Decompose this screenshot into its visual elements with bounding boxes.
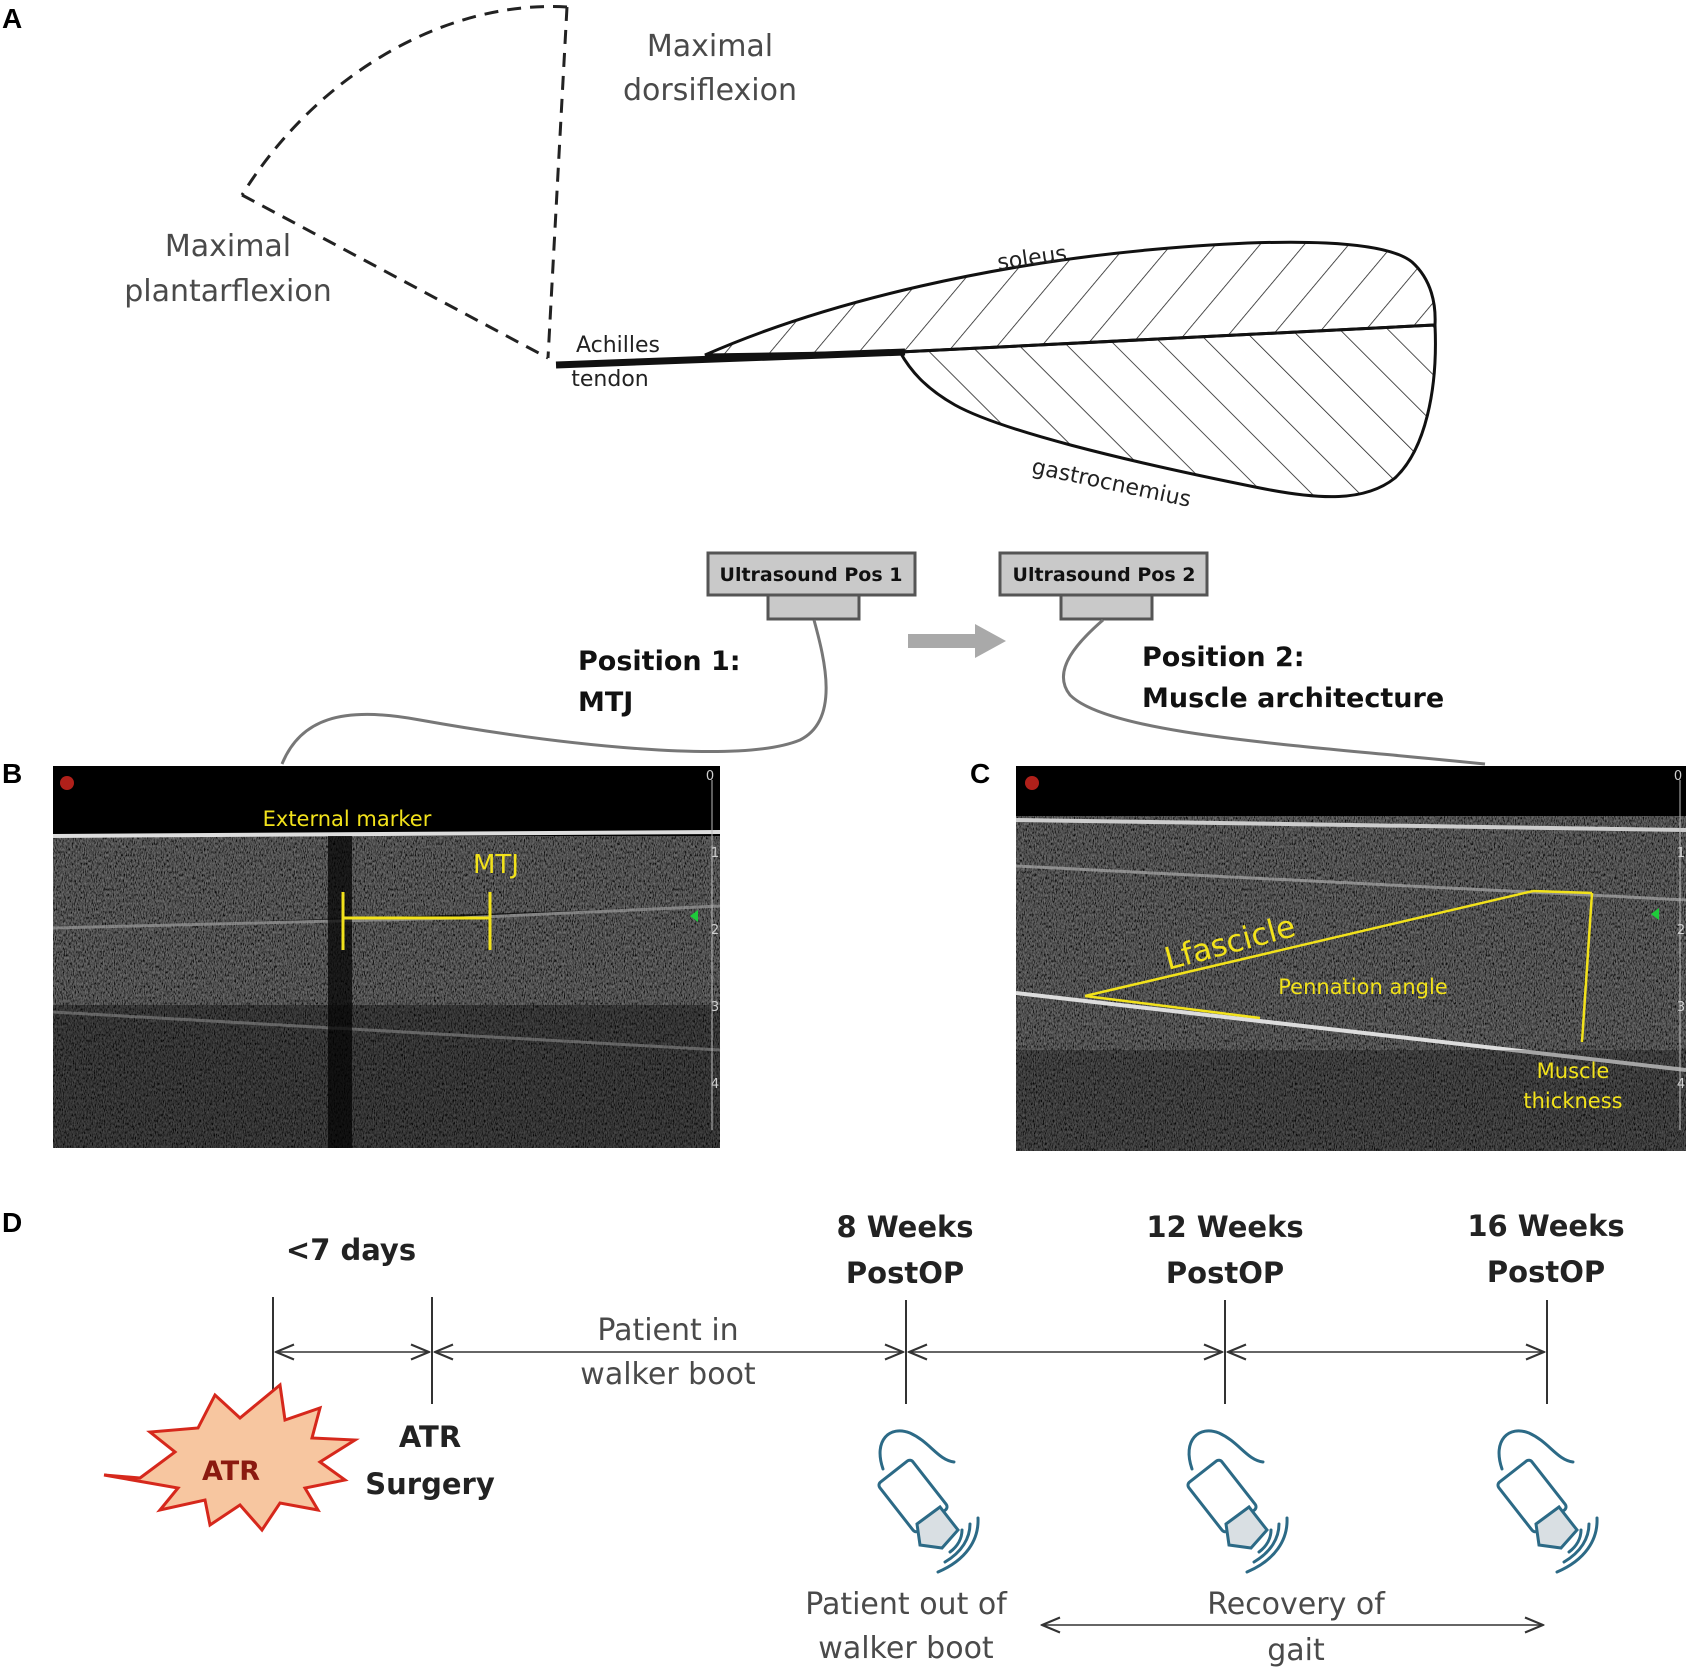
label-atr-surgery-2: Surgery bbox=[365, 1467, 495, 1501]
depth-tick-b-4: 4 bbox=[711, 1077, 719, 1092]
panel-letter-c: C bbox=[970, 758, 990, 789]
panel-letter-d: D bbox=[2, 1207, 22, 1238]
panel-letter-b: B bbox=[2, 758, 22, 789]
atr-burst bbox=[103, 1382, 360, 1533]
focus-marker-c bbox=[1651, 908, 1659, 920]
position1-label-2: MTJ bbox=[578, 687, 633, 718]
probe-label-pos1: Ultrasound Pos 1 bbox=[720, 564, 903, 586]
position1-label-1: Position 1: bbox=[578, 646, 741, 677]
label-mtj: MTJ bbox=[473, 850, 519, 880]
mtj-distance-bracket bbox=[341, 892, 492, 950]
label-muscle-thickness-2: thickness bbox=[1523, 1089, 1622, 1113]
ultrasound-image-c bbox=[1015, 766, 1687, 1151]
position2-label-1: Position 2: bbox=[1142, 642, 1305, 673]
label-max-plantarflexion-2: plantarflexion bbox=[124, 274, 332, 309]
ultrasound-probe-icon-12w bbox=[1186, 1429, 1289, 1574]
cable-pos2 bbox=[1062, 618, 1486, 766]
depth-tick-c-2: 2 bbox=[1677, 923, 1685, 938]
position2-label-2: Muscle architecture bbox=[1142, 683, 1444, 714]
label-recovery-1: Recovery of bbox=[1207, 1587, 1386, 1622]
label-tendon-1: Achilles bbox=[576, 333, 660, 358]
label-8-weeks-1: 8 Weeks bbox=[836, 1210, 973, 1244]
label-pennation-angle: Pennation angle bbox=[1278, 975, 1448, 999]
depth-tick-c-3: 3 bbox=[1677, 1000, 1685, 1015]
architecture-lines bbox=[1084, 889, 1594, 1043]
label-tendon-2: tendon bbox=[571, 367, 648, 392]
probe-head-pos2 bbox=[1059, 593, 1154, 621]
label-muscle-thickness-1: Muscle bbox=[1537, 1059, 1610, 1083]
probe-label-pos2: Ultrasound Pos 2 bbox=[1013, 564, 1196, 586]
depth-tick-b-3: 3 bbox=[711, 1000, 719, 1015]
label-lt7-days: <7 days bbox=[286, 1233, 416, 1267]
depth-tick-c-4: 4 bbox=[1677, 1077, 1685, 1092]
depth-tick-b-2: 2 bbox=[711, 923, 719, 938]
timeline-ticks bbox=[272, 1297, 1548, 1404]
label-12-weeks-1: 12 Weeks bbox=[1146, 1210, 1303, 1244]
label-walker-in-2: walker boot bbox=[580, 1357, 756, 1392]
label-recovery-2: gait bbox=[1267, 1633, 1325, 1668]
label-max-dorsiflexion-1: Maximal bbox=[647, 29, 773, 64]
probe-box-pos1 bbox=[706, 551, 917, 597]
label-walker-out-1: Patient out of bbox=[805, 1587, 1008, 1622]
label-walker-in-1: Patient in bbox=[597, 1313, 738, 1348]
probe-head-pos1 bbox=[766, 593, 861, 621]
range-plantarflexion-line bbox=[241, 193, 549, 360]
arc-dorsiflexion bbox=[240, 5, 568, 196]
label-atr: ATR bbox=[202, 1456, 260, 1487]
range-dorsiflexion-line bbox=[546, 6, 569, 359]
label-max-dorsiflexion-2: dorsiflexion bbox=[623, 73, 797, 108]
soleus-shape bbox=[704, 240, 1437, 357]
label-max-plantarflexion-1: Maximal bbox=[165, 229, 291, 264]
label-atr-surgery-1: ATR bbox=[399, 1420, 461, 1454]
label-16-weeks-2: PostOP bbox=[1487, 1255, 1605, 1289]
label-8-weeks-2: PostOP bbox=[846, 1256, 964, 1290]
focus-marker-b bbox=[690, 910, 698, 922]
panel-letter-a: A bbox=[2, 3, 22, 34]
cable-pos1 bbox=[280, 619, 828, 765]
label-12-weeks-2: PostOP bbox=[1166, 1256, 1284, 1290]
achilles-tendon-line bbox=[555, 348, 906, 369]
label-external-marker: External marker bbox=[263, 807, 432, 831]
gastrocnemius-shape bbox=[897, 323, 1437, 499]
depth-tick-c-0: 0 bbox=[1674, 769, 1682, 784]
depth-tick-c-1: 1 bbox=[1677, 846, 1685, 861]
depth-tick-b-0: 0 bbox=[706, 769, 714, 784]
probe-box-pos2 bbox=[998, 551, 1209, 597]
label-16-weeks-1: 16 Weeks bbox=[1467, 1209, 1624, 1243]
ultrasound-probe-icon-16w bbox=[1496, 1429, 1599, 1574]
ultrasound-probe-icon-8w bbox=[877, 1429, 980, 1574]
depth-tick-b-1: 1 bbox=[711, 846, 719, 861]
ultrasound-image-b bbox=[52, 766, 721, 1148]
label-walker-out-2: walker boot bbox=[818, 1631, 994, 1666]
transition-arrow bbox=[908, 624, 1006, 658]
